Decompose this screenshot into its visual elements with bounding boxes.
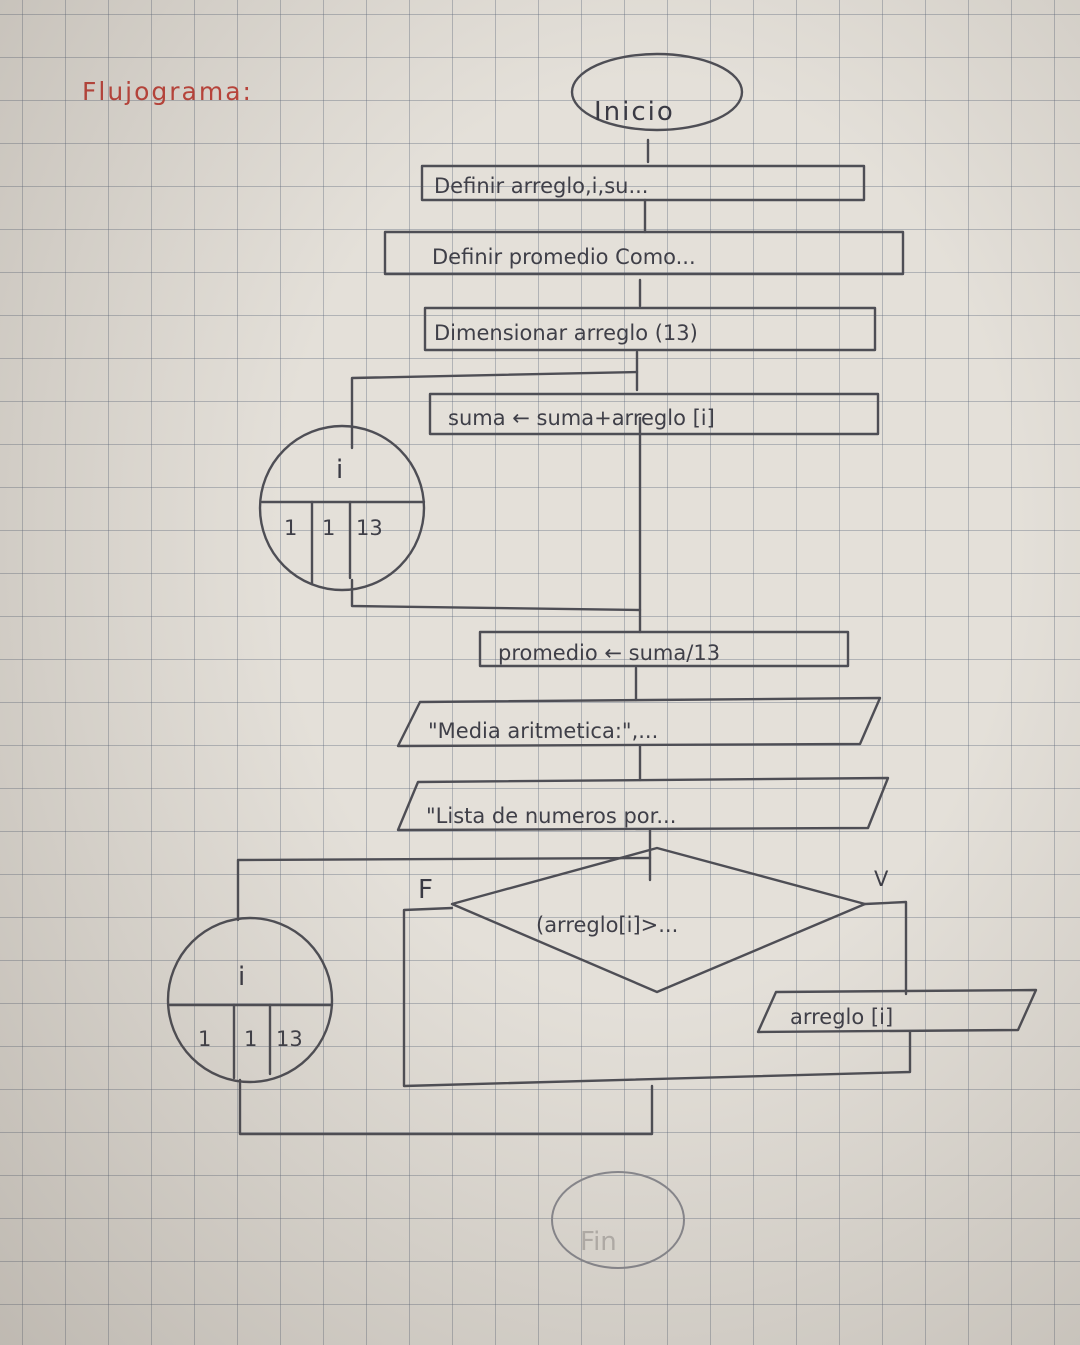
process-sum: suma ← suma+arreglo [i] — [428, 392, 880, 436]
start-node: Inicio — [570, 52, 744, 132]
end-node: Fin — [551, 1171, 685, 1269]
end-label: Fin — [580, 1227, 617, 1257]
process-define-vars-label: Definir arreglo,i,su... — [434, 174, 648, 198]
for-loop-2: i 1 1 13 — [166, 916, 334, 1084]
output-mean-label: "Media aritmetica:",... — [428, 719, 658, 743]
loop-2-variable: i — [238, 962, 247, 992]
output-item: arreglo [i] — [756, 988, 1038, 1034]
process-define-vars: Definir arreglo,i,su... — [420, 164, 866, 202]
process-define-average: Definir promedio Como... — [383, 230, 905, 276]
loop-2-step: 1 — [244, 1027, 257, 1051]
process-define-average-label: Definir promedio Como... — [432, 245, 696, 269]
branch-true-label: V — [874, 867, 889, 891]
output-list-label: "Lista de numeros por... — [426, 804, 676, 828]
output-mean: "Media aritmetica:",... — [396, 696, 882, 748]
page-title: Flujograma: — [82, 77, 253, 106]
branch-false-label: F — [418, 875, 435, 905]
decision-condition-label: (arreglo[i]>... — [536, 913, 678, 937]
loop-2-end: 13 — [276, 1027, 303, 1051]
process-average: promedio ← suma/13 — [478, 630, 850, 668]
start-label: Inicio — [594, 97, 675, 127]
process-average-label: promedio ← suma/13 — [498, 641, 720, 665]
output-list: "Lista de numeros por... — [396, 776, 890, 832]
decision-condition: (arreglo[i]>... — [450, 846, 867, 994]
process-dimension-array-label: Dimensionar arreglo (13) — [434, 321, 698, 345]
loop-1-step: 1 — [322, 516, 335, 540]
loop-1-variable: i — [336, 455, 345, 485]
loop-2-start: 1 — [198, 1027, 211, 1051]
loop-1-end: 13 — [356, 516, 383, 540]
loop-1-start: 1 — [284, 516, 297, 540]
process-dimension-array: Dimensionar arreglo (13) — [423, 306, 877, 352]
output-item-label: arreglo [i] — [790, 1005, 893, 1029]
process-sum-label: suma ← suma+arreglo [i] — [448, 406, 715, 430]
for-loop-1: i 1 1 13 — [258, 424, 426, 592]
